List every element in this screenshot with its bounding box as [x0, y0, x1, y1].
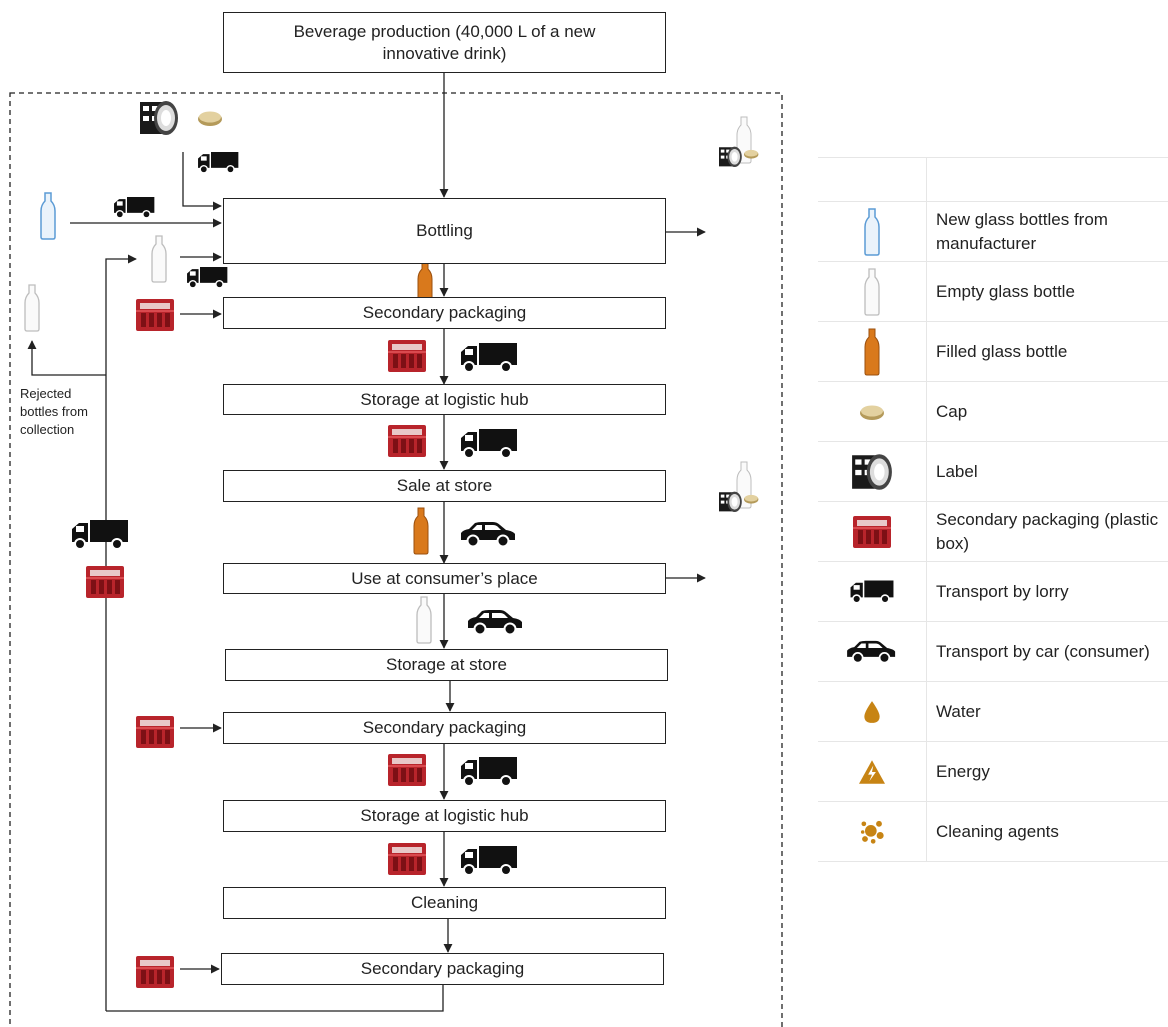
cap-icon — [744, 149, 759, 159]
lorry-icon — [460, 428, 518, 459]
legend-item: Cap — [818, 382, 1168, 442]
plastic-box-icon — [86, 566, 124, 598]
rejected-bottles-note: Rejected bottles from collection — [20, 386, 88, 437]
legend-item: Secondary packaging (plastic box) — [818, 502, 1168, 562]
process-box-secondary-packaging: Secondary packaging — [221, 953, 664, 985]
plastic-box-icon — [136, 956, 174, 988]
new-glass-bottle-icon — [40, 192, 56, 240]
plastic-box-icon — [853, 515, 891, 548]
process-box-secondary-packaging: Secondary packaging — [223, 297, 666, 329]
process-box-storage-store: Storage at store — [225, 649, 668, 681]
lorry-icon — [460, 342, 518, 373]
energy-icon — [859, 759, 885, 784]
lorry-icon — [197, 151, 240, 174]
filled-glass-bottle-icon — [864, 328, 880, 375]
label-roll-icon — [719, 146, 742, 167]
filled-glass-bottle-icon — [413, 507, 429, 555]
car-icon — [467, 609, 523, 636]
flow-arrows — [27, 72, 706, 1012]
cap-icon — [744, 494, 759, 504]
process-box-production: Beverage production (40,000 L of a new i… — [223, 12, 666, 73]
plastic-box-icon — [388, 340, 426, 372]
label-roll-icon — [140, 101, 178, 135]
empty-glass-bottle-icon — [416, 596, 432, 644]
legend-item: Water — [818, 682, 1168, 742]
lorry-icon — [849, 579, 895, 604]
plastic-box-icon — [388, 754, 426, 786]
process-box-storage-hub: Storage at logistic hub — [223, 384, 666, 415]
system-boundary — [9, 92, 783, 1027]
process-box-bottling: Bottling — [223, 198, 666, 264]
car-icon — [847, 639, 896, 664]
plastic-box-icon — [388, 425, 426, 457]
car-icon — [460, 521, 516, 548]
plastic-box-icon — [388, 843, 426, 875]
legend-item: Transport by car (consumer) — [818, 622, 1168, 682]
lorry-icon — [71, 519, 129, 550]
cap-icon — [198, 111, 222, 126]
empty-glass-bottle-icon — [864, 267, 880, 316]
legend-item: Empty glass bottle — [818, 262, 1168, 322]
lorry-icon — [113, 196, 156, 219]
process-box-secondary-packaging: Secondary packaging — [223, 712, 666, 744]
legend-header-row — [818, 158, 1168, 202]
plastic-box-icon — [136, 716, 174, 748]
legend-item: New glass bottles from manufacturer — [818, 202, 1168, 262]
cap-icon — [860, 405, 884, 420]
cleaning-agents-icon — [860, 820, 884, 844]
plastic-box-icon — [136, 299, 174, 331]
rejected-bottle-icon — [24, 284, 40, 332]
legend-item: Cleaning agents — [818, 802, 1168, 862]
process-box-storage-hub: Storage at logistic hub — [223, 800, 666, 832]
legend-item: Transport by lorry — [818, 562, 1168, 622]
legend-item: Label — [818, 442, 1168, 502]
new-glass-bottle-icon — [864, 207, 880, 256]
empty-glass-bottle-icon — [151, 235, 167, 283]
legend-item: Energy — [818, 742, 1168, 802]
process-box-sale: Sale at store — [223, 470, 666, 502]
process-box-cleaning: Cleaning — [223, 887, 666, 919]
lorry-icon — [460, 845, 518, 876]
legend-item: Filled glass bottle — [818, 322, 1168, 382]
process-box-use: Use at consumer’s place — [223, 563, 666, 594]
label-roll-icon — [719, 491, 742, 512]
lorry-icon — [186, 266, 229, 289]
label-roll-icon — [852, 453, 892, 490]
lorry-icon — [460, 756, 518, 787]
water-drop-icon — [864, 700, 880, 723]
legend: New glass bottles from manufacturer Empt… — [818, 157, 1168, 862]
